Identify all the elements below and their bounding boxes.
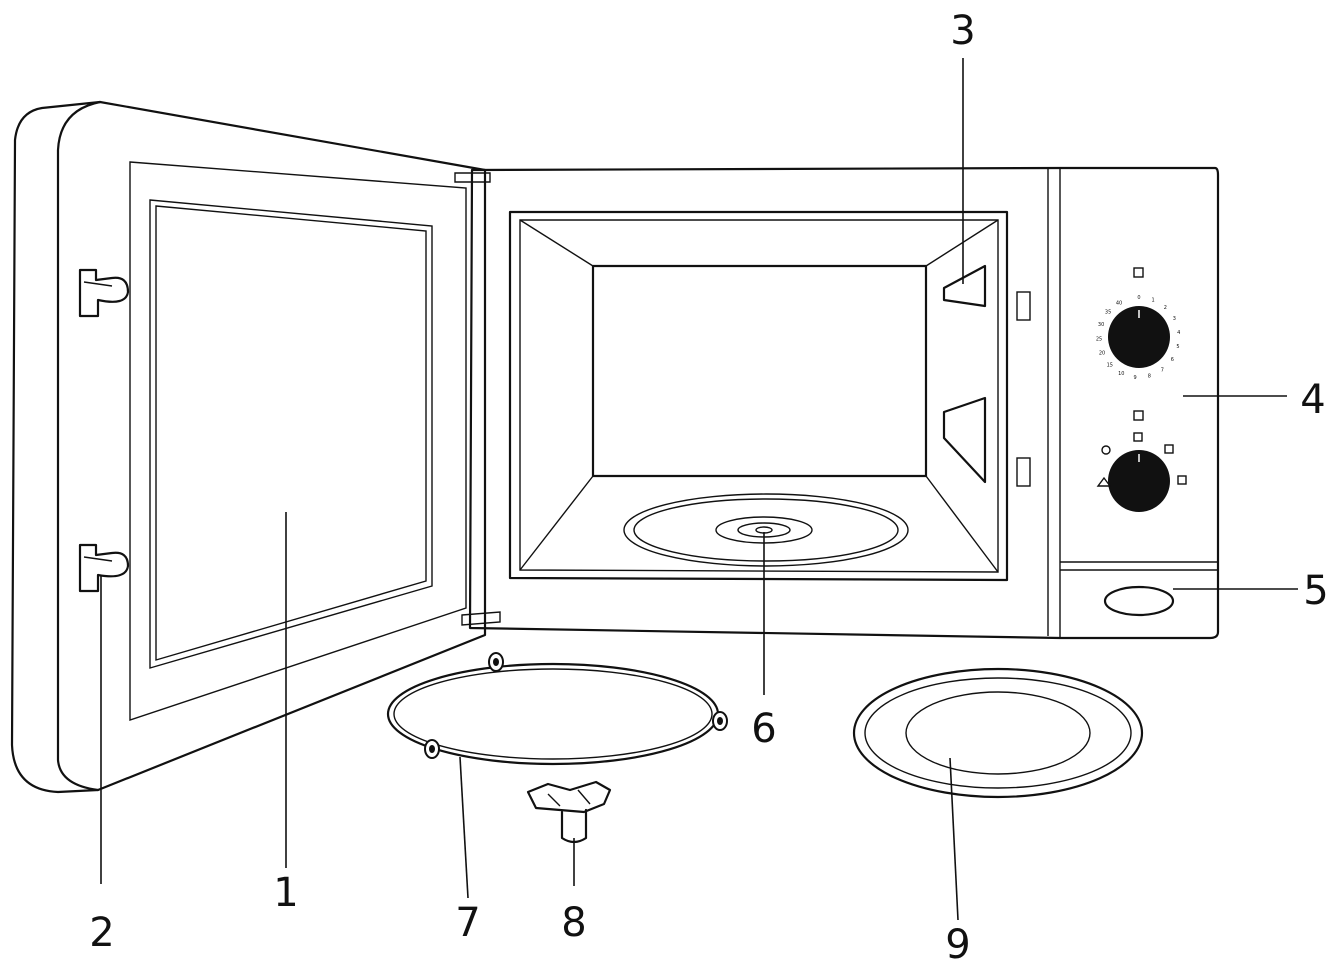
- timer-tick-label: 40: [1116, 300, 1122, 306]
- door-window: [149, 199, 433, 669]
- timer-tick-label: 0: [1137, 295, 1140, 301]
- timer-tick-label: 10: [1118, 371, 1124, 377]
- callout-labels: 1 2 3 4 5 6 7 8 9: [89, 8, 1328, 962]
- callout-shaft: 6: [751, 706, 776, 752]
- callout-door-window: 1: [273, 870, 298, 916]
- timer-tick-label: 5: [1176, 344, 1179, 350]
- timer-knob: [1108, 306, 1170, 368]
- timer-tick-label: 1: [1152, 298, 1155, 304]
- timer-tick-label: 4: [1177, 330, 1180, 336]
- callout-glass-tray: 9: [945, 922, 970, 962]
- coupler: [526, 780, 612, 844]
- leader-lines: [100, 58, 1298, 921]
- defrost-icon: [1101, 445, 1111, 455]
- power-knob: [1108, 450, 1170, 512]
- microwave-door: [10, 100, 501, 794]
- timer-tick-label: 7: [1161, 368, 1164, 374]
- glass-tray: [852, 667, 1144, 799]
- timer-tick-label: 35: [1105, 310, 1111, 316]
- roller-wheel: [712, 711, 728, 731]
- power-icon-top: [1133, 410, 1144, 421]
- callout-coupler: 8: [561, 900, 586, 946]
- timer-tick-label: 2: [1164, 305, 1167, 311]
- timer-tick-label: 6: [1171, 357, 1174, 363]
- roller-ring: [386, 652, 728, 766]
- timer-tick-label: 25: [1096, 336, 1102, 342]
- door-release-button: [1103, 585, 1175, 617]
- timer-tick-label: 9: [1134, 375, 1137, 381]
- microwave-body: [468, 166, 1220, 640]
- door-hook-lower: [78, 543, 130, 593]
- callout-door-hook: 2: [89, 910, 114, 956]
- roller-wheel: [424, 739, 440, 759]
- timer-tick-label: 20: [1099, 350, 1105, 356]
- callout-door-release: 5: [1303, 568, 1328, 614]
- callout-waveguide-cover: 3: [950, 8, 975, 54]
- timer-tick-label: 8: [1148, 374, 1151, 380]
- timer-tick-label: 15: [1107, 362, 1113, 368]
- callout-control-panel: 4: [1300, 377, 1325, 423]
- roller-wheel: [488, 652, 504, 672]
- oven-cavity: [508, 210, 1009, 582]
- door-hook-upper: [78, 268, 130, 318]
- waveguide-cover: [942, 264, 987, 308]
- timer-tick-label: 30: [1098, 322, 1104, 328]
- timer-tick-label: 3: [1173, 316, 1176, 322]
- callout-roller-ring: 7: [455, 900, 480, 946]
